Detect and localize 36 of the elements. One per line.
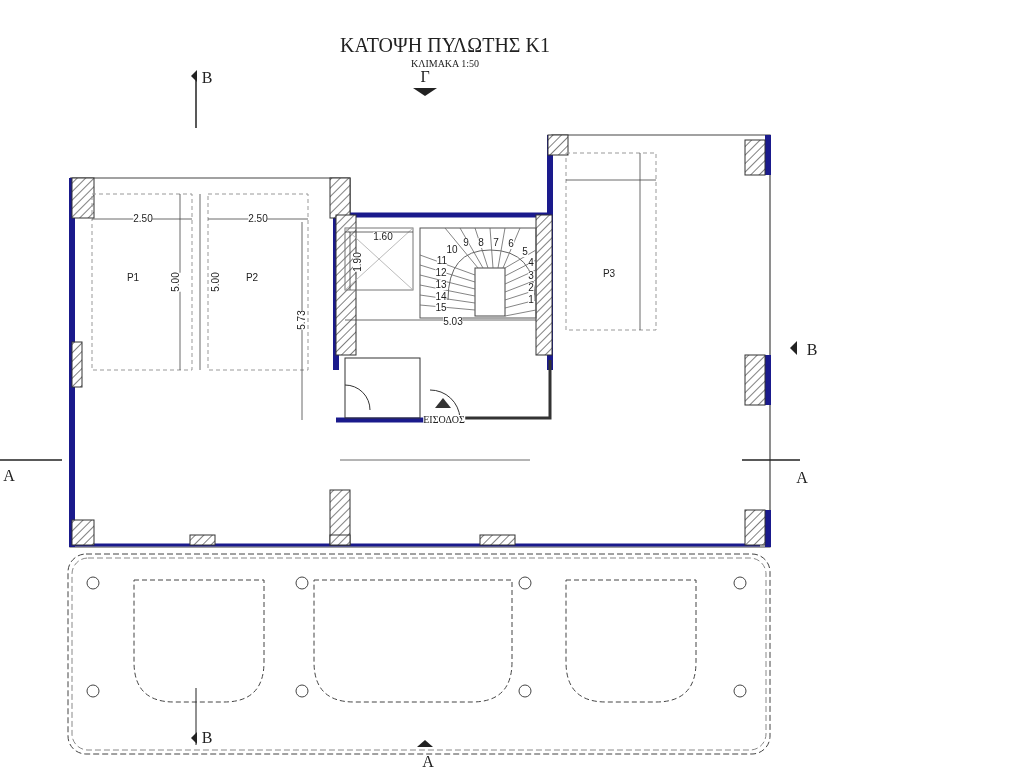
plan-title: ΚΑΤΟΨΗ ΠΥΛΩΤΗΣ Κ1 (340, 35, 550, 55)
step-number: 5 (522, 247, 528, 257)
section-mark-label: A (796, 470, 808, 486)
step-number: 12 (435, 268, 447, 278)
section-mark-label: B (201, 730, 213, 746)
step-number: 3 (528, 271, 534, 281)
scale-note: ΚΛΙΜΑΚΑ 1:50 (410, 59, 480, 69)
step-number: 9 (463, 238, 469, 248)
parking-label: P3 (602, 269, 616, 279)
dimension-text: 1.60 (373, 232, 393, 242)
step-number: 15 (435, 303, 447, 313)
dimension-text: 2.50 (248, 214, 268, 224)
dimension-text: 1.90 (353, 252, 363, 272)
step-number: 7 (493, 238, 499, 248)
parking-label: P2 (245, 273, 259, 283)
dimension-text: 5.00 (211, 272, 221, 292)
dimension-text: 5.73 (297, 310, 307, 330)
parking-label: P1 (126, 273, 140, 283)
step-number: 2 (528, 283, 534, 293)
dimension-text: 5.00 (171, 272, 181, 292)
dimension-text: 5.03 (443, 317, 463, 327)
step-number: 11 (436, 256, 448, 266)
dimension-text: 2.50 (133, 214, 153, 224)
step-number: 14 (435, 292, 447, 302)
section-mark-label: A (3, 468, 15, 484)
step-number: 4 (528, 258, 534, 268)
step-number: 6 (508, 239, 514, 249)
section-mark-label: Γ (420, 69, 430, 85)
section-mark-label: B (201, 70, 213, 86)
step-number: 13 (435, 280, 447, 290)
section-mark-label: B (806, 342, 818, 358)
step-number: 1 (528, 295, 534, 305)
step-number: 10 (446, 245, 458, 255)
entrance-label: ΕΙΣΟΔΟΣ (423, 415, 465, 425)
step-number: 8 (478, 238, 484, 248)
section-mark-label: A (422, 754, 434, 768)
